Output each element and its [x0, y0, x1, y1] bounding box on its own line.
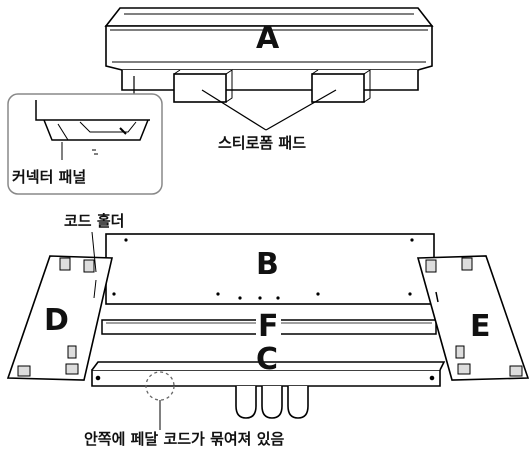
styrofoam-pads-label: 스티로폼 패드 [218, 134, 307, 152]
pedals [235, 386, 309, 419]
part-d-label: D [44, 303, 69, 338]
cord-holder-label: 코드 홀더 [64, 212, 125, 230]
part-b-label: B [256, 247, 279, 282]
connector-panel-callout [7, 93, 163, 195]
pedal-cord-note-label: 안쪽에 페달 코드가 묶여져 있음 [84, 430, 285, 448]
pedal-cord-marker [145, 371, 175, 401]
part-c-pedal-box [91, 361, 446, 419]
cord-holder-pointer [91, 231, 97, 273]
part-f-label: F [256, 309, 281, 344]
part-a-label: A [256, 21, 280, 56]
connector-panel-label: 커넥터 패널 [12, 168, 87, 186]
part-c-label: C [256, 342, 279, 377]
part-e-right-panel [416, 255, 529, 381]
part-d-left-panel [6, 255, 113, 381]
part-e-label: E [470, 309, 491, 344]
part-a-main-unit [104, 7, 434, 103]
styrofoam-pad-pointers [201, 89, 337, 131]
